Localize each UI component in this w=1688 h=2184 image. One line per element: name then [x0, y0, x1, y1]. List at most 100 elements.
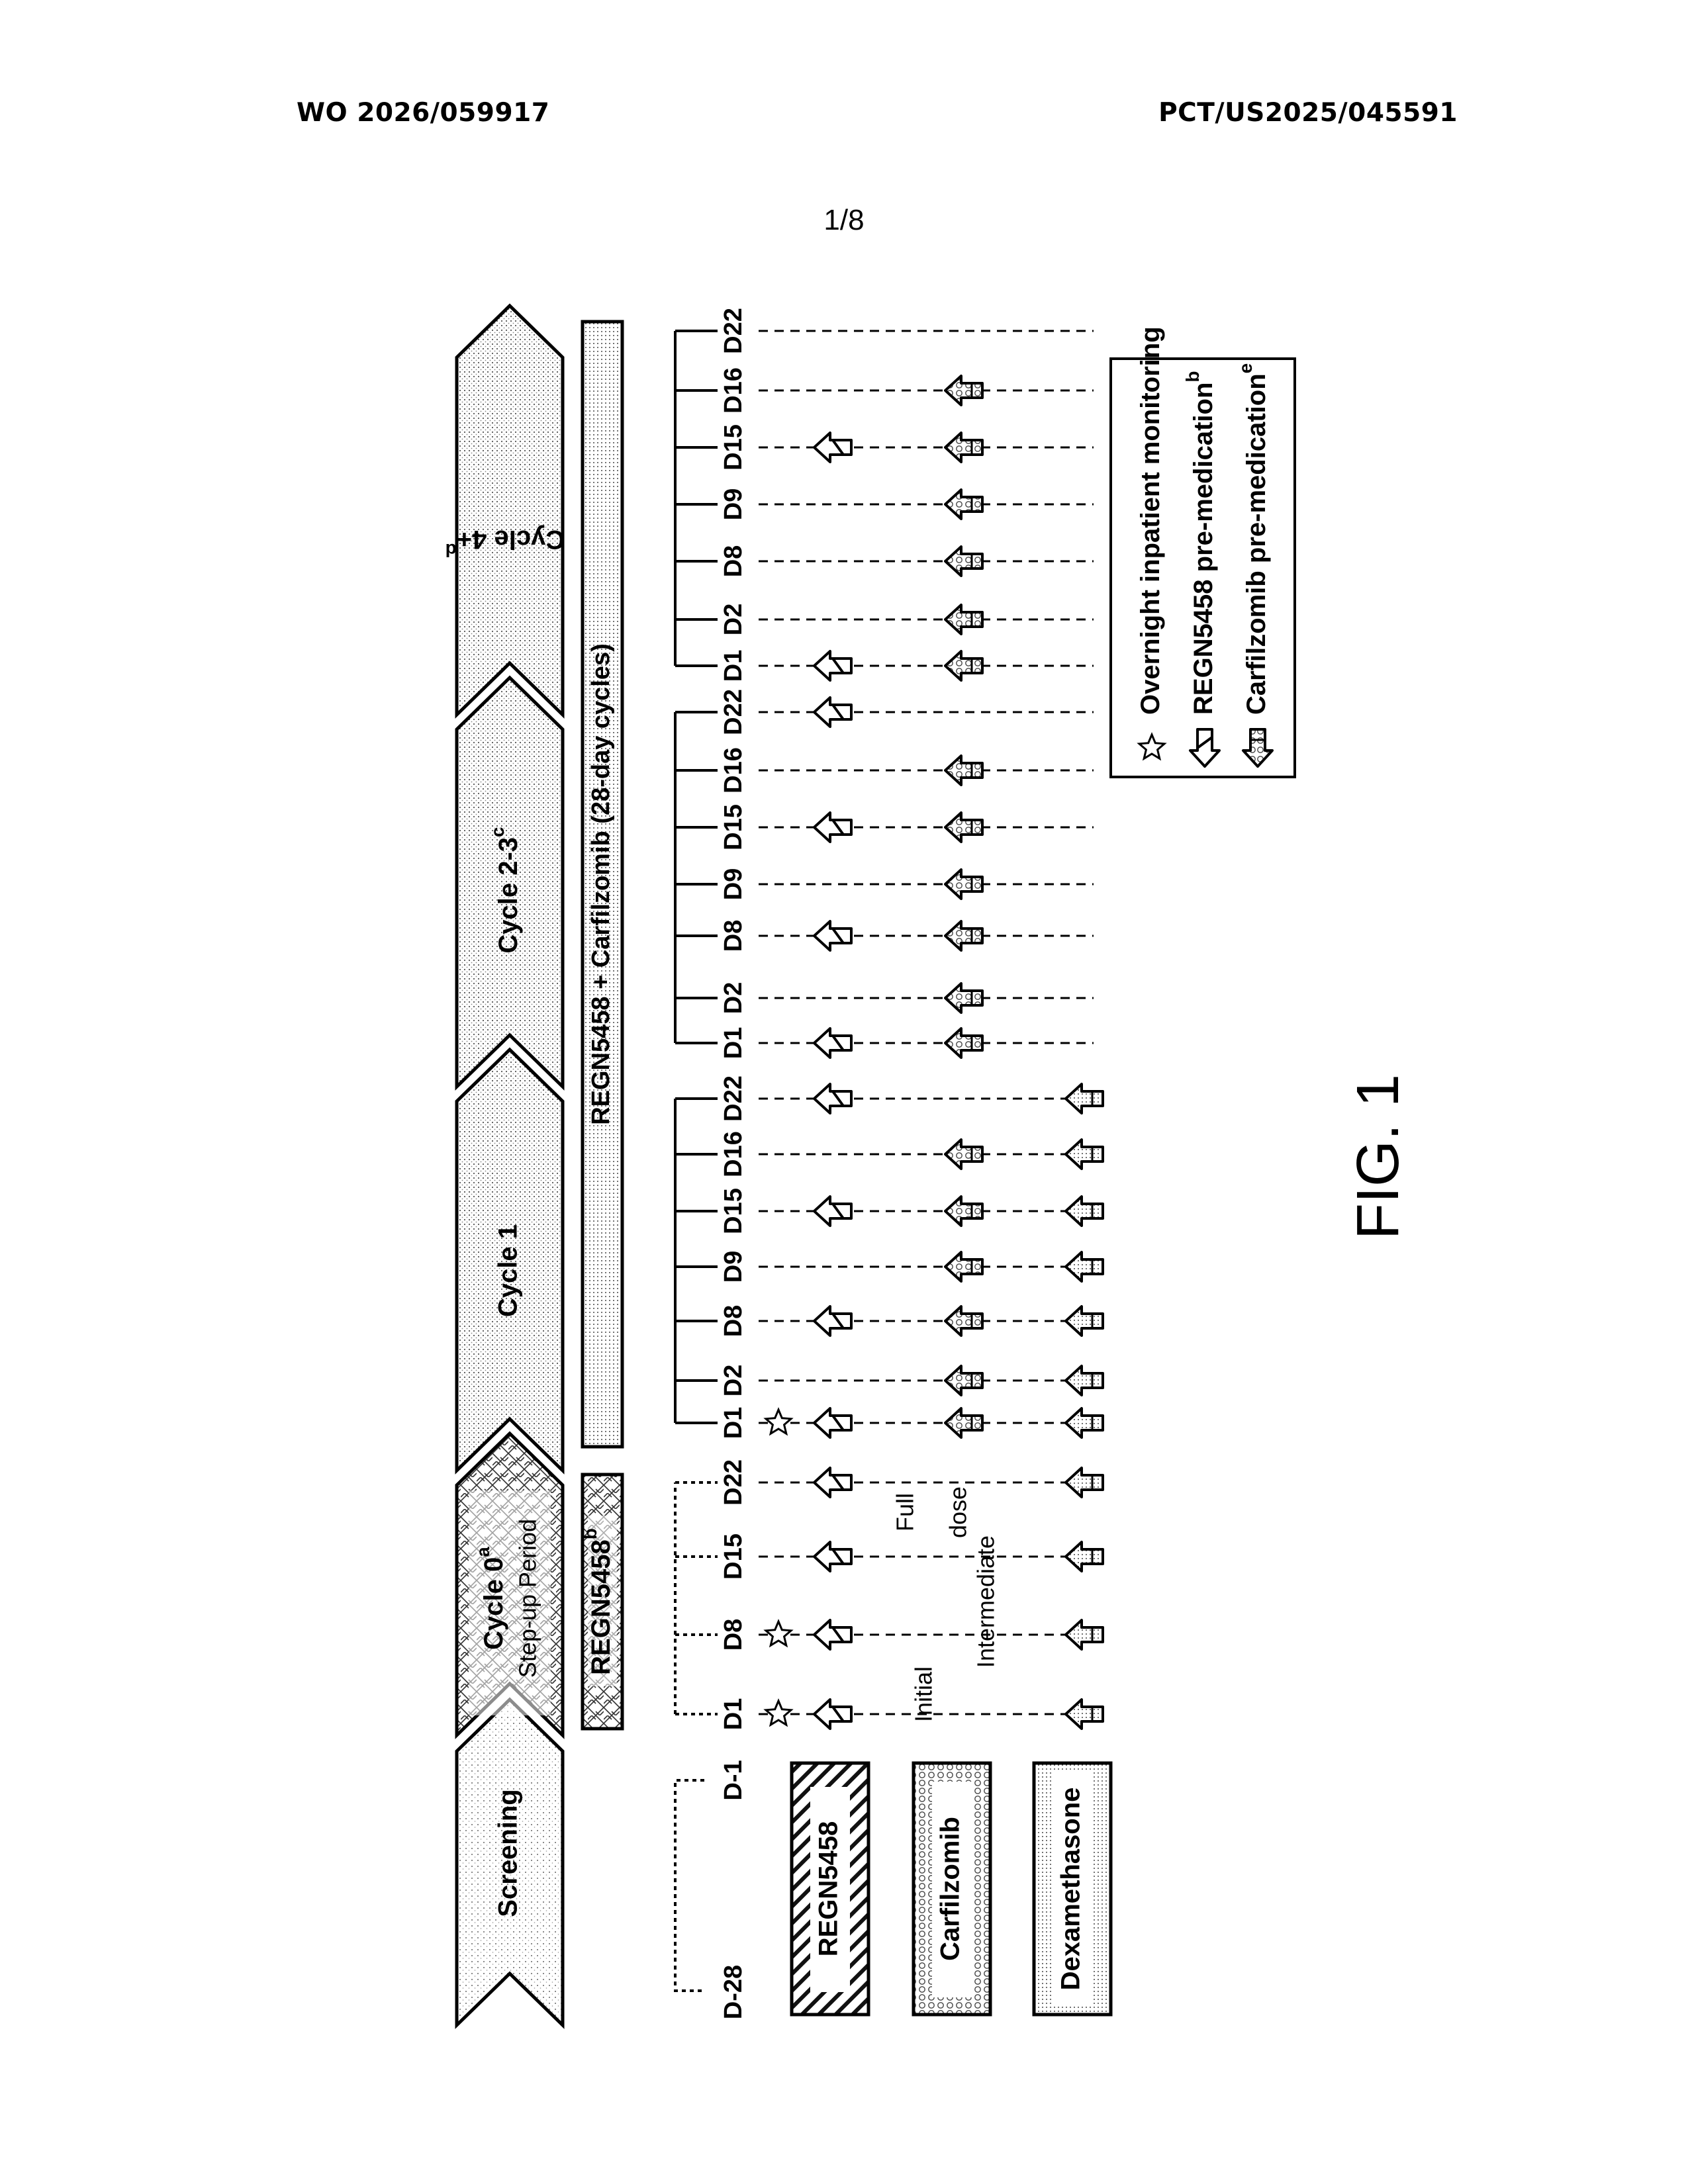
carfilzomib-arrow-icon — [945, 1197, 982, 1226]
regn-arrow-icon — [814, 1084, 851, 1113]
cycle23-segment: D1 D2 D8 D9 D15 D16 D22 — [675, 689, 1094, 1059]
phase-screening-label: Screening — [494, 1789, 523, 1917]
cycle1-day-label: D8 — [720, 1305, 747, 1338]
dexamethasone-arrow-icon — [1066, 1197, 1103, 1226]
carfilzomib-arrow-icon — [945, 605, 982, 634]
carfilzomib-arrow-icon — [945, 870, 982, 899]
carfilzomib-arrow-icon — [945, 1252, 982, 1281]
dexamethasone-arrow-icon — [1066, 1700, 1103, 1729]
cycle1-day-label: D15 — [720, 1188, 747, 1234]
cycle1-day-label: D22 — [720, 1075, 747, 1122]
cycle4-day-label: D2 — [720, 604, 747, 636]
carfilzomib-arrow-icon — [945, 1306, 982, 1336]
cycle23-day-label: D16 — [720, 747, 747, 794]
cycle1-day-label: D1 — [720, 1407, 747, 1439]
dexamethasone-arrow-icon — [1066, 1366, 1103, 1395]
cycle0-day-label: D8 — [720, 1619, 747, 1651]
dose-full-label-line1: Full — [892, 1493, 919, 1531]
cycle4-day-label: D1 — [720, 650, 747, 682]
legend-label-0: Overnight inpatient monitoring — [1136, 326, 1165, 715]
regn-arrow-icon — [814, 813, 851, 842]
regn-arrow-icon — [814, 698, 851, 727]
regimen-bars: REGN5458 + Carfilzomib (28-day cycles) R… — [580, 322, 622, 1729]
cycle0-dose-labels: Initial Intermediate Full dose — [892, 1486, 1000, 1722]
cycle1-day-label: D16 — [720, 1131, 747, 1177]
carfilzomib-arrow-icon — [945, 1408, 982, 1437]
star-icon — [766, 1701, 791, 1725]
dose-full-label-line2: dose — [945, 1486, 972, 1538]
carfilzomib-arrow-icon — [945, 376, 982, 405]
cycle4-day-label: D22 — [720, 308, 747, 354]
phase-cycle4-chevron — [457, 306, 563, 715]
phase-cycle1-label: Cycle 1 — [494, 1224, 523, 1317]
phase-chevrons: Cycle 4+d Cycle 2-3c Cycle 1 Cycle 0a St… — [445, 306, 565, 2025]
carfilzomib-arrow-icon — [945, 433, 982, 462]
carfilzomib-arrow-icon — [945, 983, 982, 1013]
dexamethasone-arrow-icon — [1066, 1140, 1103, 1169]
regn-arrow-icon — [814, 1542, 851, 1571]
dexamethasone-arrow-icon — [1066, 1620, 1103, 1649]
carfilzomib-arrow-icon — [945, 813, 982, 842]
dexamethasone-arrow-icon — [1066, 1306, 1103, 1336]
figure-label: FIG. 1 — [1345, 1074, 1411, 1240]
screening-day-start: D-28 — [720, 1965, 747, 2019]
dexamethasone-arrow-icon — [1066, 1468, 1103, 1497]
svg-text:Step-up Period: Step-up Period — [514, 1519, 541, 1678]
cycle1-day-label: D2 — [720, 1365, 747, 1397]
carfilzomib-drug-label: Carfilzomib — [936, 1817, 965, 1961]
cycle4-day-label: D9 — [720, 488, 747, 521]
regn-arrow-icon — [814, 1197, 851, 1226]
screening-day-end: D-1 — [720, 1760, 747, 1800]
cycle4-day-label: D15 — [720, 424, 747, 471]
dexamethasone-arrow-icon — [1066, 1408, 1103, 1437]
drug-boxes: REGN5458 Carfilzomib Dexamethasone — [792, 1763, 1111, 2015]
regn-arrow-icon — [814, 1408, 851, 1437]
svg-text:Screening: Screening — [494, 1789, 523, 1917]
dexamethasone-arrow-icon — [1066, 1084, 1103, 1113]
cycle1-segment: D1 D2 D8 D9 D15 D16 D22 — [675, 1075, 1103, 1439]
carfilzomib-arrow-icon — [945, 1140, 982, 1169]
cycle4-day-label: D16 — [720, 367, 747, 414]
carfilzomib-arrow-icon — [945, 756, 982, 785]
dexamethasone-drug-label: Dexamethasone — [1056, 1788, 1086, 1991]
cycle0-day-label: D1 — [720, 1698, 747, 1731]
screening-bracket: D-1 D-28 — [675, 1760, 747, 2019]
dexamethasone-arrow-icon — [1066, 1252, 1103, 1281]
combo-regimen-label: REGN5458 + Carfilzomib (28-day cycles) — [587, 643, 615, 1125]
cycle23-day-label: D15 — [720, 804, 747, 850]
legend: Overnight inpatient monitoringREGN5458 p… — [1111, 326, 1295, 777]
regn-arrow-icon — [814, 1620, 851, 1649]
cycle23-day-label: D9 — [720, 868, 747, 901]
regn-drug-label: REGN5458 — [814, 1821, 843, 1957]
regn-arrow-icon — [814, 433, 851, 462]
cycle23-day-label: D8 — [720, 920, 747, 952]
star-icon — [766, 1621, 791, 1645]
cycle1-day-label: D9 — [720, 1251, 747, 1283]
regn-arrow-icon — [814, 1700, 851, 1729]
cycle0-day-label: D22 — [720, 1459, 747, 1506]
cycle4-day-label: D8 — [720, 545, 747, 578]
carfilzomib-arrow-icon — [945, 651, 982, 680]
cycle4-segment: D1 D2 D8 D9 D15 D16 D22 — [675, 308, 1094, 682]
carfilzomib-arrow-icon — [945, 547, 982, 576]
carfilzomib-arrow-icon — [945, 1366, 982, 1395]
regn-arrow-icon — [814, 1468, 851, 1497]
regn-arrow-icon — [814, 1028, 851, 1058]
cycle0-segment: D1 D8 D15 D22 — [675, 1459, 1103, 1730]
star-icon — [766, 1410, 791, 1433]
cycle23-day-label: D2 — [720, 982, 747, 1015]
svg-text:Cycle 1: Cycle 1 — [494, 1224, 523, 1317]
carfilzomib-arrow-icon — [945, 1028, 982, 1058]
day-timeline: D1D8D15D22D1D2D8D9D15D16D22D1D2D8D9D15D1… — [675, 308, 1103, 1730]
regn-arrow-icon — [814, 651, 851, 680]
carfilzomib-arrow-icon — [945, 921, 982, 950]
cycle23-day-label: D22 — [720, 689, 747, 735]
phase-cycle0-label: Cycle 0a Step-up Period — [469, 1490, 551, 1715]
cycle0-day-label: D15 — [720, 1533, 747, 1580]
cycle23-day-label: D1 — [720, 1027, 747, 1060]
regn-arrow-icon — [814, 921, 851, 950]
regn-arrow-icon — [814, 1306, 851, 1336]
dexamethasone-arrow-icon — [1066, 1542, 1103, 1571]
carfilzomib-arrow-icon — [945, 490, 982, 519]
